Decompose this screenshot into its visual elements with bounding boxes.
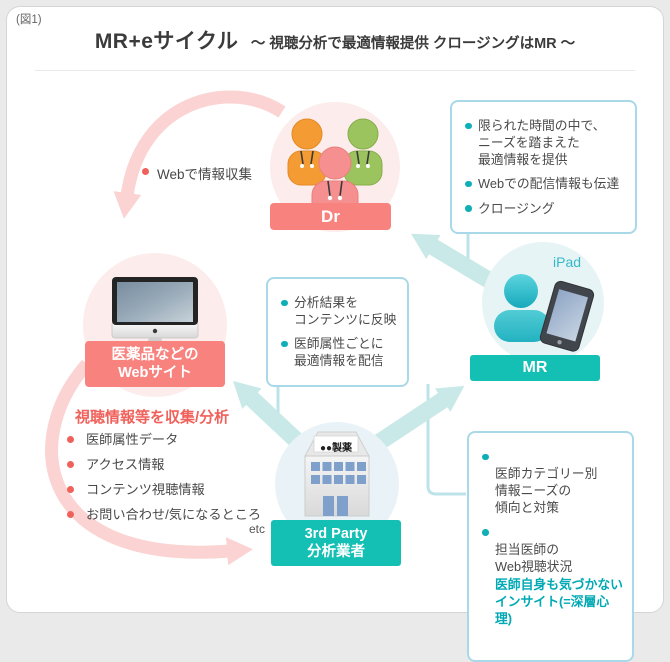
ipad-tag: iPad <box>553 254 582 270</box>
collect-analyze-heading: 視聴情報等を収集/分析 <box>75 409 230 426</box>
title-main: MR+eサイクル <box>94 30 239 53</box>
page-title: MR+eサイクル ～ 視聴分析で最適情報提供 クロージングはMR ～ <box>0 25 670 55</box>
connector-mr-to-insightbox <box>426 384 466 496</box>
pink-cycle-arrows <box>45 90 286 566</box>
monitor-icon <box>111 277 199 358</box>
list-item: 医師属性データ <box>64 432 279 448</box>
ipad-icon <box>539 280 595 352</box>
title-divider <box>35 70 635 71</box>
note-item: 限られた時間の中で、 ニーズを踏まえた 最適情報を提供 <box>464 117 627 168</box>
mr-insights-box: 医師カテゴリー別 情報ニーズの 傾向と対策 担当医師の Web視聴状況 医師自身… <box>467 431 634 662</box>
thirdparty-node-label: 3rd Party 分析業者 <box>271 520 401 566</box>
note-item: 医師カテゴリー別 情報ニーズの 傾向と対策 <box>481 448 624 517</box>
list-item: コンテンツ視聴情報 <box>64 482 279 498</box>
website-node-label: 医薬品などの Webサイト <box>85 341 225 387</box>
note-item: Webでの配信情報も伝達 <box>464 175 627 192</box>
collect-analyze-list: 医師属性データ アクセス情報 コンテンツ視聴情報 お問い合わせ/気になるところ <box>64 432 279 531</box>
title-subtitle: ～ 視聴分析で最適情報提供 クロージングはMR ～ <box>250 36 576 52</box>
note-item: クロージング <box>464 200 627 217</box>
building-icon <box>304 431 370 517</box>
figure-number: (図1) <box>16 14 42 26</box>
note-item: 担当医師の Web視聴状況 医師自身も気づかない インサイト(=深層心理) <box>481 524 624 645</box>
note-web-collect: Webで情報収集 <box>142 163 252 183</box>
mr-node-label: MR <box>470 355 600 381</box>
list-item: アクセス情報 <box>64 457 279 473</box>
cycle-arrow-dr-to-website <box>113 90 286 219</box>
content-delivery-box: 分析結果を コンテンツに反映 医師属性ごとに 最適情報を配信 <box>266 277 409 387</box>
cycle-arrow-website-to-3rdparty <box>45 359 253 566</box>
etc-label: etc <box>248 522 265 536</box>
dr-node-label: Dr <box>270 203 391 230</box>
note-item: 分析結果を コンテンツに反映 <box>280 294 399 328</box>
insight-highlight: 医師自身も気づかない インサイト(=深層心理) <box>495 576 623 627</box>
note-item: 医師属性ごとに 最適情報を配信 <box>280 335 399 369</box>
list-item: お問い合わせ/気になるところ <box>64 507 279 523</box>
building-sign: ●●製薬 <box>319 443 353 454</box>
cycle-diagram-canvas <box>45 90 604 566</box>
note-item-text: 医師カテゴリー別 情報ニーズの 傾向と対策 <box>495 466 598 516</box>
mr-person-icon <box>494 274 595 352</box>
dr-benefits-box: 限られた時間の中で、 ニーズを踏まえた 最適情報を提供 Webでの配信情報も伝達… <box>450 100 637 234</box>
note-item-text: 担当医師の Web視聴状況 <box>495 541 573 574</box>
